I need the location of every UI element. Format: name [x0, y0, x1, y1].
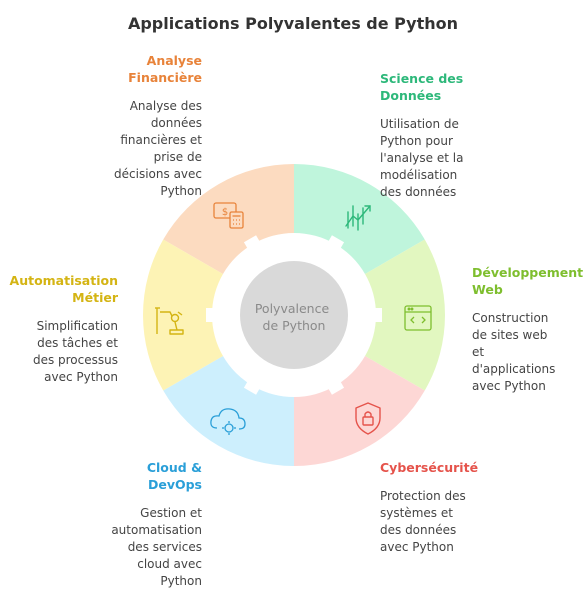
- arrow-data: [317, 235, 345, 267]
- svg-text:$: $: [222, 207, 228, 218]
- code-window-icon: [404, 305, 432, 331]
- robot-arm-icon: [155, 307, 184, 335]
- segment-shape-auto: [143, 239, 223, 391]
- arrow-cyber: [317, 363, 345, 395]
- segment-shape-cloud: [163, 356, 294, 466]
- cloud-gear-icon: [210, 408, 246, 435]
- segment-shape-finance: [163, 164, 294, 274]
- segment-wheel: Polyvalence de Python $: [143, 164, 445, 466]
- heading-cyber: Cybersécurité: [380, 460, 479, 475]
- heading-cloud: Cloud &DevOps: [146, 460, 202, 492]
- segment-shape-cyber: [294, 356, 425, 466]
- arrow-web: [350, 301, 382, 329]
- arrow-finance: [243, 235, 271, 267]
- arrow-auto: [206, 301, 238, 329]
- chart-icon: [345, 205, 371, 231]
- arrow-cloud: [243, 363, 271, 395]
- finance-icon: $: [213, 202, 244, 229]
- center-circle: [240, 261, 348, 369]
- center-label: Polyvalence de Python: [255, 301, 333, 333]
- page-title: Applications Polyvalentes de Python: [127, 14, 459, 33]
- shield-lock-icon: [355, 402, 381, 435]
